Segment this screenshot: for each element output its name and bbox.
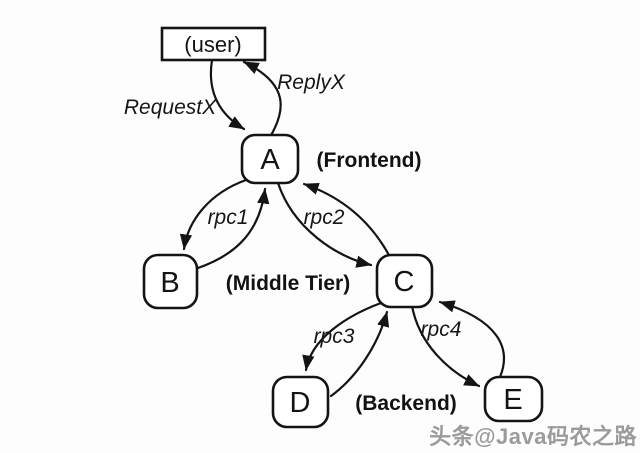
node-d-label: D (290, 387, 311, 419)
edge-label-rpc2: rpc2 (304, 206, 345, 229)
edge-rpc1-call-arrow (179, 178, 248, 251)
node-e-box (483, 375, 544, 423)
node-b: B (142, 253, 199, 310)
edge-rpc3-call-arrow (302, 301, 383, 372)
node-b-box (142, 253, 199, 310)
node-a: A (240, 133, 300, 185)
edge-replyx-arrow (242, 60, 282, 139)
node-d-box (271, 375, 330, 429)
edge-rpc2-return-arrow (302, 182, 392, 259)
node-a-label: A (260, 144, 280, 176)
node-e: E (483, 375, 544, 423)
node-c: C (375, 253, 434, 309)
edge-label-replyx: ReplyX (277, 71, 346, 94)
node-user-box (160, 26, 267, 62)
edge-rpc4-call-arrow (410, 304, 481, 388)
node-c-box (375, 253, 434, 309)
edge-rpc3-return-arrow (329, 310, 390, 398)
tier-label-backend: (Backend) (355, 392, 457, 415)
edge-label-rpc1: rpc1 (208, 206, 249, 229)
edge-rpc1-return-arrow (196, 187, 270, 270)
edge-group (179, 58, 505, 398)
node-c-label: C (394, 266, 415, 298)
edge-requestx-arrow (209, 58, 246, 131)
edge-rpc2-call-arrow (276, 181, 373, 268)
tier-label-middle: (Middle Tier) (226, 272, 350, 295)
edge-label-rpc3: rpc3 (314, 325, 355, 348)
node-e-label: E (503, 384, 522, 416)
node-user: (user) (160, 26, 267, 62)
edge-label-requestx: RequestX (124, 96, 217, 119)
node-user-label: (user) (184, 32, 241, 57)
watermark-text: 头条@Java码农之路 (429, 424, 637, 449)
node-a-box (240, 133, 300, 185)
node-d: D (271, 375, 330, 429)
tier-label-frontend: (Frontend) (317, 149, 422, 172)
node-b-label: B (160, 267, 179, 299)
edge-rpc4-return-arrow (438, 300, 505, 379)
edge-label-rpc4: rpc4 (421, 318, 462, 341)
